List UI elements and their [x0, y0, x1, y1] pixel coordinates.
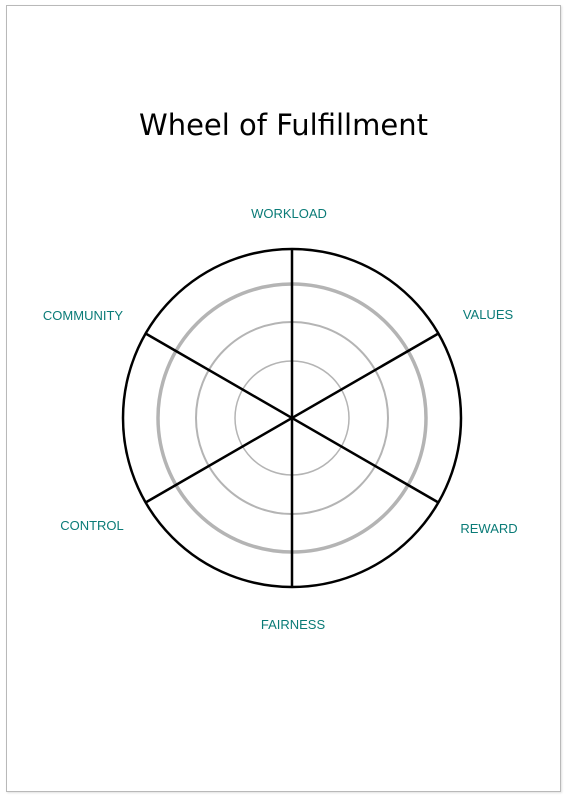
- segment-label-community: COMMUNITY: [43, 308, 123, 323]
- diagram-title: Wheel of Fulfillment: [139, 108, 428, 142]
- segment-label-workload: WORKLOAD: [251, 206, 327, 221]
- segment-label-fairness: FAIRNESS: [261, 617, 326, 632]
- segment-label-control: CONTROL: [60, 518, 124, 533]
- worksheet-page: Wheel of Fulfillment: [6, 5, 561, 792]
- spoke-diagonal-b: [144, 332, 440, 504]
- segment-label-values: VALUES: [463, 307, 514, 322]
- segment-label-reward: REWARD: [460, 521, 517, 536]
